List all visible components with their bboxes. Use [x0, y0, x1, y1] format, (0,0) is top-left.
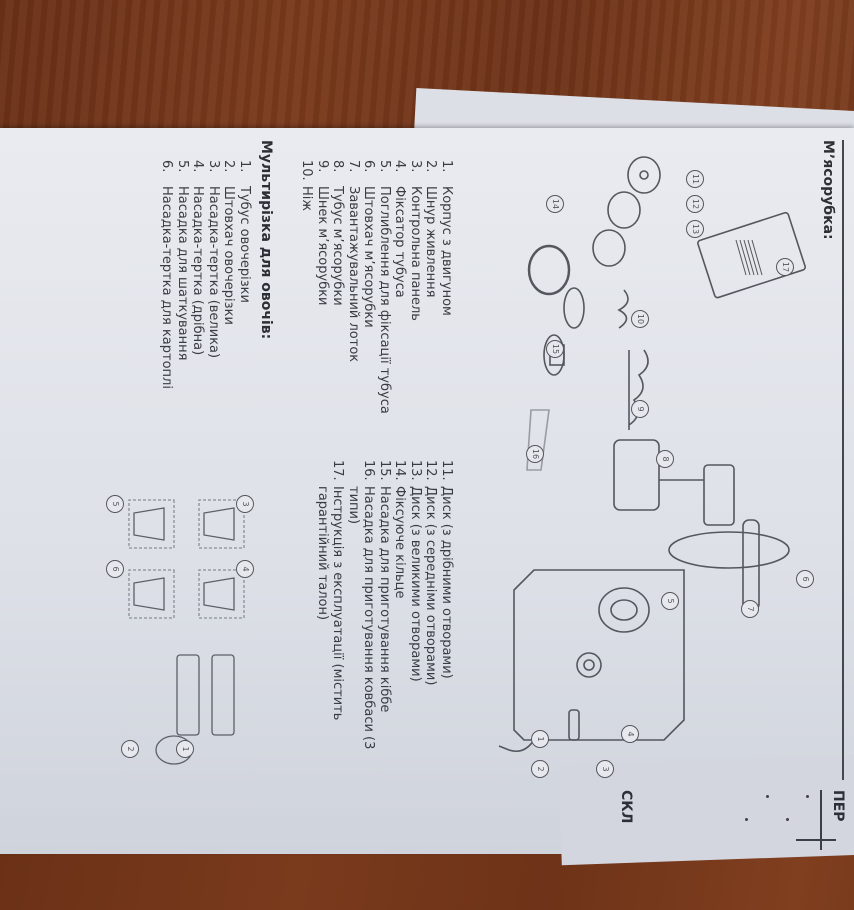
- slicer-callout-2: 2: [121, 740, 139, 758]
- callout-3: 3: [596, 760, 614, 778]
- list-item: 8.Тубус м’ясорубки: [330, 160, 346, 306]
- slicer-callout-5: 5: [106, 495, 124, 513]
- list-item: 14.Фіксуюче кільце: [392, 460, 408, 599]
- list-item: 6.Штовхач м’ясорубки: [361, 160, 377, 328]
- callout-13: 13: [686, 220, 704, 238]
- callout-9: 9: [631, 400, 649, 418]
- callout-2: 2: [531, 760, 549, 778]
- list-item: 10.Ніж: [299, 160, 315, 212]
- meat-grinder-parts-list: 1.Корпус з двигуном 2.Шнур живлення 3.Ко…: [299, 160, 455, 460]
- bullet: [806, 795, 809, 798]
- adjacent-rule-1: [820, 790, 822, 850]
- title-rule: [842, 140, 844, 780]
- slicer-callout-4: 4: [236, 560, 254, 578]
- bullet: [745, 818, 748, 821]
- slicer-callout-3: 3: [236, 495, 254, 513]
- list-item: 1.Корпус з двигуном: [439, 160, 454, 316]
- callout-17: 17: [776, 258, 794, 276]
- list-item: 4.Насадка-тертка (дрібна): [190, 160, 206, 356]
- callout-5: 5: [661, 592, 679, 610]
- list-item: 6.Насадка-тертка для картоплі: [159, 160, 175, 389]
- slicer-callout-6: 6: [106, 560, 124, 578]
- list-item: 15.Насадка для приготування кіббе: [377, 460, 392, 713]
- slicer-callout-1: 1: [176, 740, 194, 758]
- callout-10: 10: [631, 310, 649, 328]
- callout-1: 1: [531, 730, 549, 748]
- list-item: 13.Диск (з великими отворами): [408, 460, 423, 682]
- vegetable-slicer-parts-list: 1.Тубус овочерізки 2.Штовхач овочерізки …: [159, 160, 253, 460]
- callout-7: 7: [741, 600, 759, 618]
- bullet: [786, 818, 789, 821]
- manual-page: [0, 128, 854, 854]
- list-item: 5.Поглиблення для фіксації тубуса: [377, 160, 392, 414]
- list-item: 1.Тубус овочерізки: [237, 160, 252, 303]
- adjacent-heading-2: СКЛ: [618, 790, 634, 824]
- vegetable-slicer-title: Мультирізка для овочів:: [258, 140, 274, 340]
- vegetable-slicer-diagram: [128, 499, 245, 765]
- adjacent-heading-1: ПЕР: [830, 790, 846, 822]
- list-item: 7.Завантажувальний лоток: [346, 160, 361, 363]
- list-item: 9.Шнек м’ясорубки: [315, 160, 330, 306]
- list-item: 3.Контрольна панель: [408, 160, 423, 321]
- callout-8: 8: [656, 450, 674, 468]
- adjacent-rule-2: [796, 839, 836, 841]
- bullet: [766, 795, 769, 798]
- list-item: 12.Диск (з середніми отворами): [423, 460, 439, 686]
- callout-16: 16: [526, 445, 544, 463]
- callout-15: 15: [546, 340, 564, 358]
- list-item: 2.Штовхач овочерізки: [221, 160, 237, 325]
- list-item: 3.Насадка-тертка (велика): [206, 160, 221, 359]
- callout-11: 11: [686, 170, 704, 188]
- callout-14: 14: [546, 195, 564, 213]
- list-item: 4.Фіксатор тубуса: [392, 160, 408, 298]
- callout-4: 4: [621, 725, 639, 743]
- list-item: 5.Насадка для шаткування: [175, 160, 190, 361]
- callout-12: 12: [686, 195, 704, 213]
- adjacent-page-content: ПЕР СКЛ: [618, 790, 854, 910]
- meat-grinder-diagram: [498, 156, 806, 753]
- callout-6: 6: [796, 570, 814, 588]
- list-item: 2.Шнур живлення: [423, 160, 439, 298]
- rotated-page-content: М’ясорубка:: [106, 140, 854, 780]
- list-item: 11.Диск (з дрібними отворами): [439, 460, 454, 679]
